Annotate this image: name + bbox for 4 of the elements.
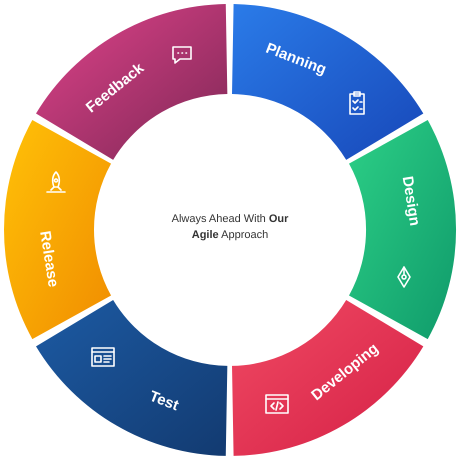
stage-label: Design [398, 175, 424, 228]
stage-label: Test [147, 388, 182, 414]
stage-label: Release [36, 229, 62, 288]
center-text: Always Ahead With Our Agile Approach [170, 212, 290, 243]
